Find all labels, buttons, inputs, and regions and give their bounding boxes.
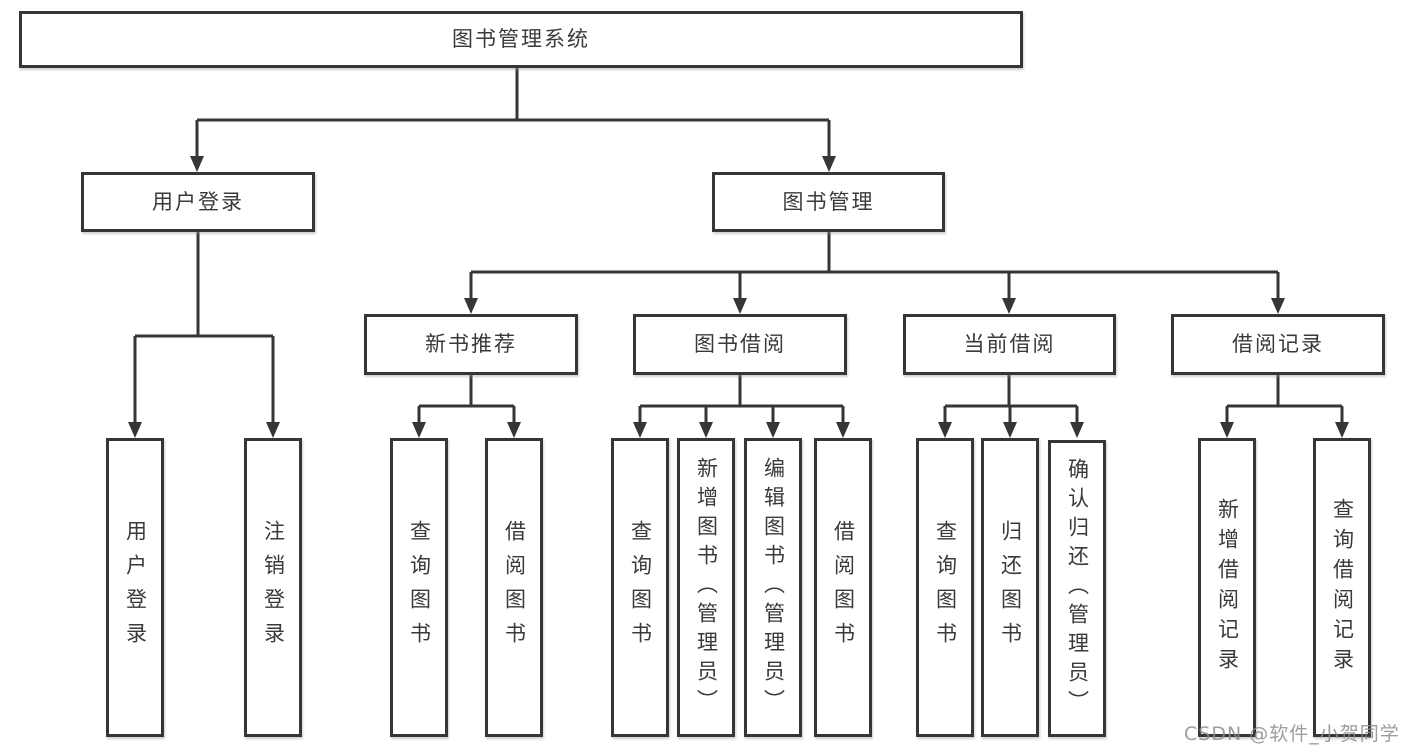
connector-records-children bbox=[1220, 375, 1349, 438]
node-user-login-label: 用户登录 bbox=[152, 189, 244, 214]
leaf-edit-books-admin-label: 编辑图书（管理员） bbox=[761, 457, 786, 718]
leaf-edit-books-admin: 编辑图书（管理员） bbox=[744, 438, 802, 737]
connector-borrow-children bbox=[633, 375, 850, 438]
leaf-recommend-query-books: 查询图书 bbox=[390, 438, 448, 737]
leaf-query-borrow-record-label: 查询借阅记录 bbox=[1330, 497, 1355, 678]
node-current-borrow-label: 当前借阅 bbox=[963, 332, 1056, 356]
leaf-borrow-query-books-label: 查询图书 bbox=[628, 519, 653, 656]
node-root-system-label: 图书管理系统 bbox=[452, 27, 590, 51]
node-book-borrow-label: 图书借阅 bbox=[694, 332, 786, 356]
node-root-system: 图书管理系统 bbox=[19, 11, 1023, 68]
node-new-book-recommend-label: 新书推荐 bbox=[425, 332, 517, 356]
leaf-query-borrow-record: 查询借阅记录 bbox=[1313, 438, 1371, 737]
node-borrow-records: 借阅记录 bbox=[1171, 314, 1385, 375]
node-book-management: 图书管理 bbox=[712, 172, 945, 232]
node-user-login: 用户登录 bbox=[81, 172, 315, 232]
leaf-add-books-admin-label: 新增图书（管理员） bbox=[694, 457, 719, 718]
leaf-add-borrow-record-label: 新增借阅记录 bbox=[1215, 497, 1240, 678]
csdn-watermark: CSDN @软件_小贺同学 bbox=[1184, 723, 1400, 745]
connector-recommend-children bbox=[412, 375, 521, 438]
node-book-management-label: 图书管理 bbox=[782, 189, 875, 214]
connector-user-login-children bbox=[128, 232, 280, 438]
leaf-user-login-label: 用户登录 bbox=[123, 519, 148, 656]
leaf-recommend-borrow-books: 借阅图书 bbox=[485, 438, 543, 737]
leaf-current-query-books-label: 查询图书 bbox=[933, 519, 958, 656]
node-current-borrow: 当前借阅 bbox=[903, 314, 1116, 375]
leaf-confirm-return-admin-label: 确认归还（管理员） bbox=[1065, 458, 1090, 719]
leaf-borrow-borrow-books: 借阅图书 bbox=[814, 438, 872, 737]
connector-book-management-children bbox=[464, 232, 1285, 314]
connector-current-children bbox=[938, 375, 1084, 438]
leaf-add-books-admin: 新增图书（管理员） bbox=[677, 438, 735, 737]
connector-root-to-level2 bbox=[190, 68, 836, 172]
leaf-return-books: 归还图书 bbox=[981, 438, 1039, 737]
leaf-logout: 注销登录 bbox=[244, 438, 302, 737]
node-new-book-recommend: 新书推荐 bbox=[364, 314, 578, 375]
leaf-user-login: 用户登录 bbox=[106, 438, 164, 737]
leaf-return-books-label: 归还图书 bbox=[998, 519, 1023, 656]
leaf-confirm-return-admin: 确认归还（管理员） bbox=[1048, 440, 1106, 737]
node-book-borrow: 图书借阅 bbox=[633, 314, 847, 375]
leaf-current-query-books: 查询图书 bbox=[916, 438, 974, 737]
leaf-add-borrow-record: 新增借阅记录 bbox=[1198, 438, 1256, 737]
leaf-recommend-borrow-books-label: 借阅图书 bbox=[502, 519, 527, 656]
leaf-borrow-query-books: 查询图书 bbox=[611, 438, 669, 737]
leaf-recommend-query-books-label: 查询图书 bbox=[407, 519, 432, 656]
node-borrow-records-label: 借阅记录 bbox=[1232, 332, 1324, 356]
leaf-borrow-borrow-books-label: 借阅图书 bbox=[831, 519, 856, 656]
leaf-logout-label: 注销登录 bbox=[261, 519, 286, 656]
